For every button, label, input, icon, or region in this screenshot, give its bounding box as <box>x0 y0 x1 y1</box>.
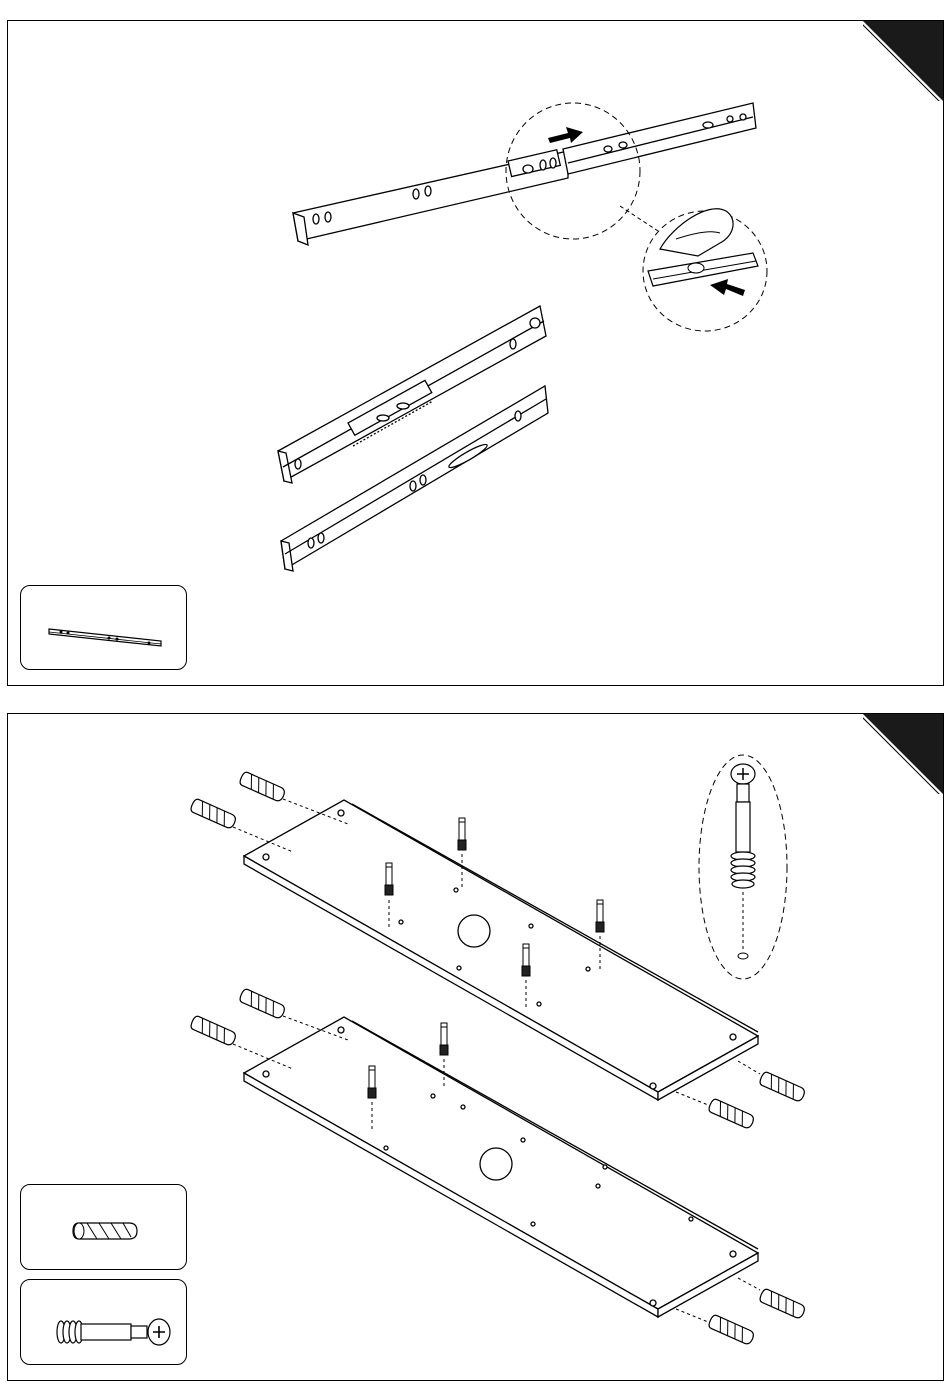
cam-bolt-icon <box>21 1280 188 1366</box>
cam-bolt-icon <box>440 1023 448 1055</box>
cam-bolt-icon <box>368 1066 376 1098</box>
part-box-cam-bolt <box>20 1279 187 1365</box>
step-panel-shelf-fittings <box>7 713 944 1381</box>
part-box-drawer-slide <box>20 585 187 670</box>
outer-member <box>281 386 548 571</box>
release-lever-detail <box>643 209 767 331</box>
dowel-icon <box>758 1071 806 1102</box>
cam-bolt-icon <box>458 818 466 850</box>
cam-bolt-icon <box>596 900 604 932</box>
step-panel-drawer-slide <box>7 20 944 686</box>
part-box-dowel <box>20 1184 187 1270</box>
dowel-icon <box>238 988 286 1019</box>
cam-bolt-detail <box>699 755 787 979</box>
dowel-icon <box>707 1098 755 1129</box>
cam-bolt-icon <box>522 944 530 976</box>
cam-bolt-icon <box>385 863 393 895</box>
dowel-icon <box>21 1185 188 1271</box>
dowel-icon <box>238 771 286 802</box>
dowel-icon <box>758 1288 806 1319</box>
dowel-icon <box>189 1015 237 1046</box>
dowel-icon <box>189 798 237 829</box>
drawer-slide-icon <box>21 586 188 671</box>
dowel-icon <box>707 1314 755 1345</box>
inner-member <box>278 306 546 483</box>
push-arrow-icon <box>548 127 583 143</box>
